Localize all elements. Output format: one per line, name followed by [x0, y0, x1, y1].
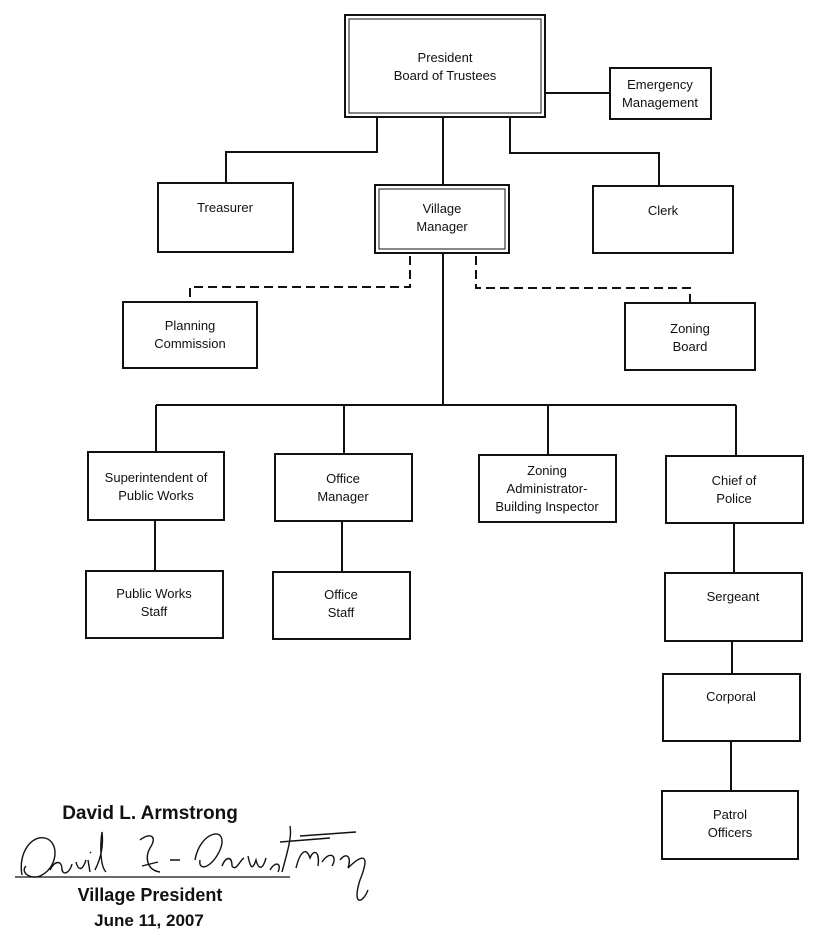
label: Planning: [165, 318, 216, 333]
svg-text:Zoning: Zoning: [670, 321, 710, 336]
svg-text:Zoning: Zoning: [527, 463, 567, 478]
label: Administrator-: [507, 481, 588, 496]
handwritten-signature: [15, 825, 369, 901]
label: Corporal: [706, 689, 756, 704]
svg-text:Planning: Planning: [165, 318, 216, 333]
box-superintendent: Superintendent of Public Works: [87, 451, 225, 521]
svg-text:Patrol: Patrol: [713, 807, 747, 822]
label: Public Works: [116, 586, 192, 601]
box-planning-commission: Planning Commission: [122, 301, 258, 369]
label: Police: [716, 491, 751, 506]
svg-text:Office: Office: [326, 471, 360, 486]
svg-text:Police: Police: [716, 491, 751, 506]
label: Manager: [317, 489, 369, 504]
label: Emergency: [627, 77, 693, 92]
box-patrol-officers: Patrol Officers: [661, 790, 799, 860]
svg-text:Office: Office: [324, 587, 358, 602]
svg-text:Officers: Officers: [708, 825, 753, 840]
label: Patrol: [713, 807, 747, 822]
label: Commission: [154, 336, 226, 351]
label: Office: [324, 587, 358, 602]
box-president: President Board of Trustees: [344, 14, 546, 118]
svg-text:Management: Management: [622, 95, 698, 110]
svg-text:Treasurer: Treasurer: [197, 200, 254, 215]
svg-text:Staff: Staff: [328, 605, 355, 620]
label: Village: [423, 201, 462, 216]
svg-text:Public Works: Public Works: [118, 488, 194, 503]
label: Staff: [328, 605, 355, 620]
box-public-works-staff: Public Works Staff: [85, 570, 224, 639]
label: Officers: [708, 825, 753, 840]
svg-text:Manager: Manager: [416, 219, 468, 234]
label: Chief of: [712, 473, 757, 488]
svg-text:Clerk: Clerk: [648, 203, 679, 218]
label: Zoning: [527, 463, 567, 478]
svg-text:Chief of: Chief of: [712, 473, 757, 488]
box-emergency-management: Emergency Management: [609, 67, 712, 120]
signature-block: David L. Armstrong Village President Jun…: [15, 803, 369, 930]
svg-text:Superintendent of: Superintendent of: [105, 470, 208, 485]
box-treasurer: Treasurer: [157, 182, 294, 253]
svg-text:President: President: [418, 50, 473, 65]
box-corporal: Corporal: [662, 673, 801, 742]
label: Treasurer: [197, 200, 254, 215]
connector-clerk: [509, 117, 660, 186]
connector-treasurer: [225, 117, 378, 183]
svg-text:Commission: Commission: [154, 336, 226, 351]
dashed-connector-planning: [189, 256, 411, 302]
label: Sergeant: [707, 589, 760, 604]
box-zoning-administrator: Zoning Administrator- Building Inspector: [478, 454, 617, 523]
label: Board of Trustees: [394, 68, 497, 83]
box-office-manager: Office Manager: [274, 453, 413, 522]
svg-text:Staff: Staff: [141, 604, 168, 619]
label: Superintendent of: [105, 470, 208, 485]
connectors: [154, 92, 737, 791]
box-zoning-board: Zoning Board: [624, 302, 756, 371]
label: President: [418, 50, 473, 65]
box-sergeant: Sergeant: [664, 572, 803, 642]
label: Management: [622, 95, 698, 110]
svg-text:Emergency: Emergency: [627, 77, 693, 92]
label: Public Works: [118, 488, 194, 503]
box-village-manager: Village Manager: [374, 184, 510, 254]
signer-title: Village President: [78, 885, 223, 905]
label: Clerk: [648, 203, 679, 218]
svg-text:Manager: Manager: [317, 489, 369, 504]
signature-date: June 11, 2007: [94, 911, 204, 930]
svg-text:Public Works: Public Works: [116, 586, 192, 601]
signer-name: David L. Armstrong: [62, 803, 238, 824]
box-chief-of-police: Chief of Police: [665, 455, 804, 524]
label: Zoning: [670, 321, 710, 336]
svg-text:Village: Village: [423, 201, 462, 216]
svg-text:Sergeant: Sergeant: [707, 589, 760, 604]
svg-text:Board of Trustees: Board of Trustees: [394, 68, 497, 83]
label: Building Inspector: [495, 499, 599, 514]
dashed-connector-zoning-board: [475, 256, 691, 303]
label: Staff: [141, 604, 168, 619]
box-clerk: Clerk: [592, 185, 734, 254]
label: Board: [673, 339, 708, 354]
svg-text:Building Inspector: Building Inspector: [495, 499, 599, 514]
box-office-staff: Office Staff: [272, 571, 411, 640]
label: Manager: [416, 219, 468, 234]
svg-text:Corporal: Corporal: [706, 689, 756, 704]
label: Office: [326, 471, 360, 486]
svg-text:Board: Board: [673, 339, 708, 354]
svg-text:Administrator-: Administrator-: [507, 481, 588, 496]
